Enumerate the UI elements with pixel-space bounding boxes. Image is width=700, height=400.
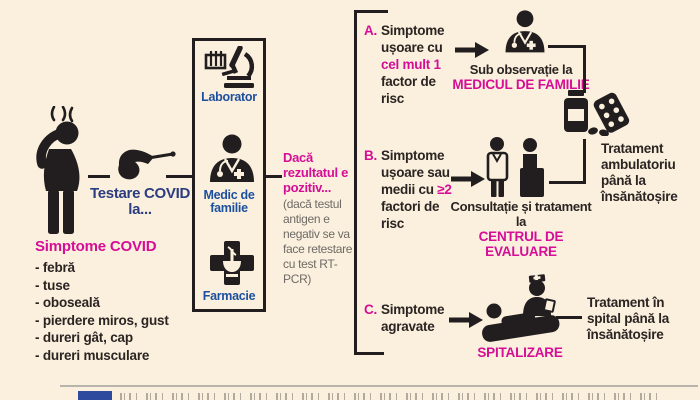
branch-text-segment: ≥2 — [437, 182, 452, 197]
retest-note: (dacă testul antigen e negativ se va fac… — [283, 197, 353, 286]
footer-divider — [60, 385, 698, 387]
testing-label: Testare COVID la... — [89, 185, 191, 218]
branch-text-segment: Simptome agravate — [381, 302, 445, 334]
symptom-item: - dureri gât, cap — [35, 330, 133, 345]
symptom-item: - tuse — [35, 277, 70, 293]
branch-b-id: B. — [364, 148, 377, 163]
connector-line — [583, 139, 586, 184]
facility-label-medic-de-familie: Medic de familie — [203, 188, 255, 215]
connector-line — [548, 45, 586, 48]
connector-line — [166, 175, 192, 178]
facility-label-laborator: Laborator — [201, 90, 257, 104]
doctor-icon — [502, 6, 548, 63]
consultation-icon — [484, 136, 548, 203]
outcome-a-pre: Sub observație la — [469, 62, 573, 77]
symptom-item: - dureri musculare — [35, 347, 150, 363]
hospital-bed-icon — [481, 272, 561, 353]
branch-c-id: C. — [364, 302, 377, 317]
facilities-box: Laborator Medic de familie — [192, 38, 266, 312]
outcome-b-pre: Consultație și tratament la — [450, 199, 592, 229]
symptom-item: - febră — [35, 260, 75, 275]
branch-bracket — [354, 10, 388, 13]
result-ambulatory-text: Tratament ambulatoriu până la însănătoși… — [601, 141, 678, 204]
branch-bracket — [354, 10, 357, 355]
family-doctor-icon — [206, 133, 258, 190]
arrow-icon — [451, 171, 485, 192]
symptoms-list: Simptome COVID - febră - tuse - oboseală… — [35, 238, 205, 364]
branch-bracket — [354, 352, 384, 355]
branch-text-segment: Simptome ușoare sau medii cu — [381, 148, 450, 197]
footer-logo — [78, 391, 112, 400]
branch-text-segment: factori de risc — [381, 199, 440, 231]
positive-result-text: Dacă rezultatul e pozitiv... — [283, 150, 349, 195]
arrow-icon — [449, 312, 483, 333]
outcome-b-highlight: CENTRUL DE EVALUARE — [478, 229, 564, 259]
connector-line — [556, 316, 582, 319]
connector-line — [266, 175, 282, 178]
symptom-item: - pierdere miros, gust — [35, 312, 169, 328]
outcome-b: Consultație și tratament la CENTRUL DE E… — [448, 199, 594, 259]
sick-person-icon — [26, 105, 94, 241]
outcome-c: SPITALIZARE — [464, 345, 576, 360]
footer-text-clipped — [120, 393, 665, 400]
connector-line — [88, 175, 110, 178]
outcome-a-highlight: MEDICUL DE FAMILIE — [452, 77, 590, 92]
branch-a-id: A. — [364, 23, 377, 38]
symptom-item: - oboseală — [35, 295, 100, 310]
swab-hand-icon — [114, 144, 178, 189]
branch-b-text: B. Simptome ușoare sau medii cu ≥2 facto… — [364, 147, 460, 232]
branch-text-segment: Simptome ușoare cu — [381, 23, 445, 55]
outcome-a: Sub observație la MEDICUL DE FAMILIE — [450, 62, 592, 92]
positive-result-condition: Dacă rezultatul e pozitiv... (dacă testu… — [283, 150, 355, 287]
facility-label-farmacie: Farmacie — [202, 289, 256, 303]
branch-a-text: A. Simptome ușoare cu cel mult 1 factor … — [364, 22, 460, 107]
connector-line — [549, 181, 586, 184]
branch-c-text: C. Simptome agravate — [364, 301, 464, 335]
result-hospital-text: Tratament în spital până la însănătoșire — [587, 295, 670, 342]
pharmacy-icon — [209, 240, 255, 291]
connector-line — [583, 45, 586, 93]
branch-text-segment: cel mult 1 — [381, 57, 441, 72]
outcome-c-highlight: SPITALIZARE — [477, 345, 563, 360]
symptoms-title: Simptome COVID — [35, 238, 157, 255]
branch-text-segment: factor de risc — [381, 74, 436, 106]
lab-icon — [204, 45, 256, 95]
medication-icon — [561, 90, 631, 141]
arrow-icon — [455, 42, 489, 63]
